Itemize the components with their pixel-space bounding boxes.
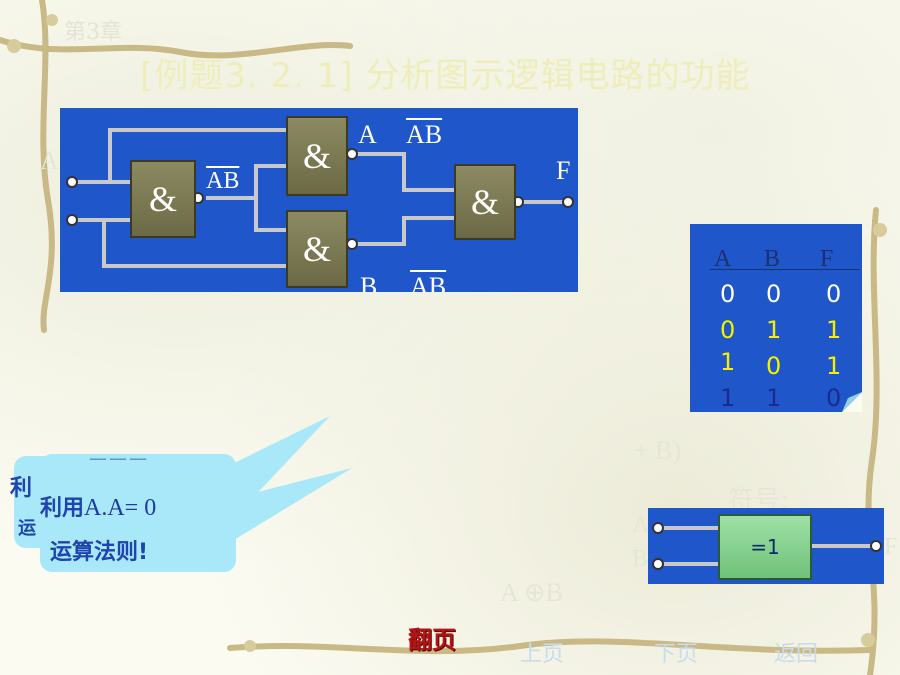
truth-header-b: B — [764, 246, 781, 272]
output-f-label: F — [556, 156, 571, 185]
truth-r1-f: 0 — [826, 280, 842, 308]
flip-page-button[interactable]: 翻页 — [408, 626, 456, 654]
return-button[interactable]: 返回 — [774, 642, 819, 667]
nand-gate-4: & — [454, 164, 516, 240]
truth-r2-b: 1 — [766, 316, 782, 344]
lower-input-b-label: B — [360, 272, 378, 292]
truth-r2-a: 0 — [720, 316, 736, 344]
callout-overbars: — — — — [90, 450, 146, 467]
logic-circuit-diagram: & & & & AB A AB B AB F — [60, 108, 578, 292]
outside-input-a-label: A — [40, 146, 59, 175]
xor-outside-a-label: A — [632, 512, 650, 538]
truth-r1-a: 0 — [720, 280, 736, 308]
truth-header-rule — [710, 269, 860, 270]
callout-line1: 利用A.A= 0 — [40, 490, 156, 522]
truth-r4-f: 0 — [826, 384, 842, 412]
callout-line2: 运算法则! — [50, 540, 149, 565]
truth-header-a: A — [714, 246, 732, 272]
truth-r3-f: 1 — [826, 352, 842, 380]
truth-r4-b: 1 — [766, 384, 782, 412]
truth-header-f: F — [820, 246, 834, 272]
page-curl-icon — [842, 392, 862, 412]
chapter-label: 第3章 — [64, 20, 122, 45]
faint-xor-result: A ⊕B — [500, 578, 563, 607]
callout-line1-expr: A.A= 0 — [84, 495, 157, 521]
truth-r4-a: 1 — [720, 384, 736, 412]
upper-input-a-label: A — [358, 120, 377, 149]
truth-r2-f: 1 — [826, 316, 842, 344]
truth-table: A B F 0 0 0 0 1 1 1 0 1 1 1 0 — [690, 224, 862, 412]
nand-gate-1: & — [130, 160, 196, 238]
xor-gate-symbol: =1 — [648, 508, 884, 584]
prev-page-button[interactable]: 上页 — [520, 642, 565, 667]
faint-expr-fragment: + B) — [634, 436, 682, 465]
xor-output-f-label: F — [884, 534, 898, 560]
truth-r3-b: 0 — [766, 352, 782, 380]
truth-r1-b: 0 — [766, 280, 782, 308]
slide-title: [例题3. 2. 1] 分析图示逻辑电路的功能 — [140, 56, 751, 96]
next-page-button[interactable]: 下页 — [654, 642, 699, 667]
lower-ab-bar-label: AB — [410, 272, 447, 292]
truth-r3-a: 1 — [720, 348, 736, 376]
upper-ab-bar-label: AB — [406, 120, 443, 149]
callout-partial-left-2: 运 — [18, 518, 36, 539]
callout-line1-prefix: 利用 — [40, 496, 85, 521]
xor-gate-box: =1 — [718, 514, 812, 580]
circuit-wires — [66, 128, 574, 268]
xor-outside-b-label: B — [632, 546, 649, 572]
nand1-output-label: AB — [206, 168, 240, 194]
nand-gate-2: & — [286, 116, 348, 196]
callout-partial-left-1: 利 — [10, 476, 33, 501]
nand-gate-3: & — [286, 210, 348, 288]
xor-wires — [652, 522, 882, 570]
